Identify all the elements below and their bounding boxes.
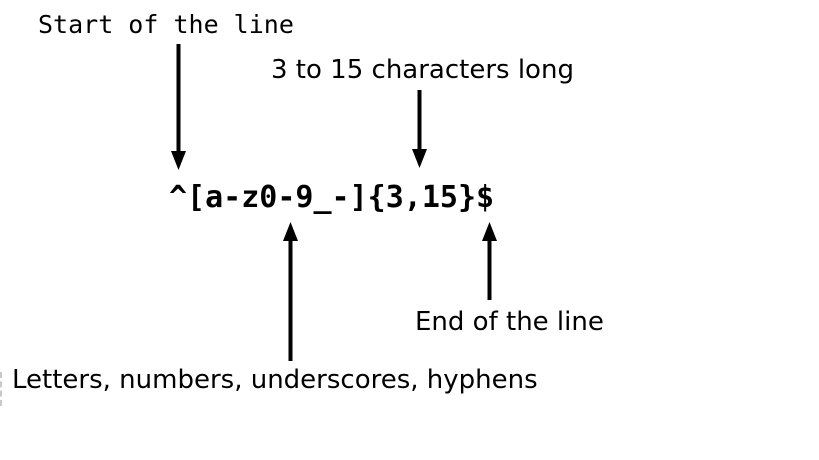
arrow-charset-to-class: [283, 222, 298, 361]
arrow-end-to-dollar: [482, 222, 497, 300]
left-edge-artifact: [0, 372, 4, 406]
arrow-length-to-quantifier: [412, 90, 427, 168]
regex-pattern: ^[a-z0-9_-]{3,15}$: [169, 180, 495, 215]
label-start-of-line: Start of the line: [38, 10, 294, 39]
label-end-of-line: End of the line: [415, 307, 604, 337]
label-length: 3 to 15 characters long: [271, 55, 574, 85]
label-character-set: Letters, numbers, underscores, hyphens: [12, 365, 538, 395]
arrow-start-to-caret: [171, 44, 186, 170]
